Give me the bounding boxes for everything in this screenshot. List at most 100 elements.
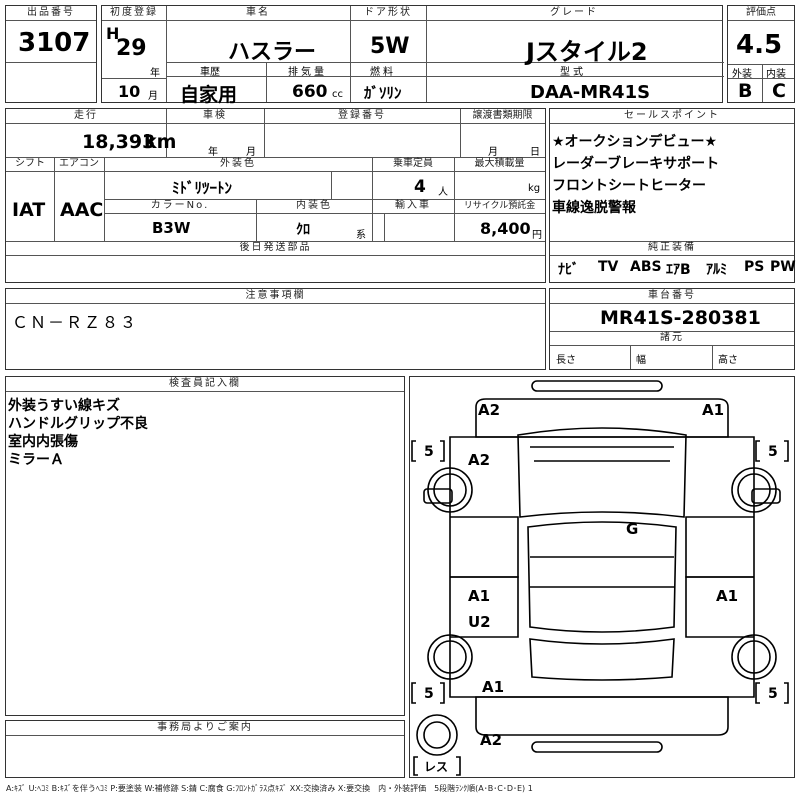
- mark-door-left: A1: [468, 587, 490, 605]
- ext-grade: B: [738, 80, 753, 102]
- import-label: 輸入車: [372, 199, 454, 214]
- model-value: DAA-MR41S: [530, 82, 651, 103]
- legend: A:ｷｽﾞ U:ﾍｺﾐ B:ｷｽﾞを伴うﾍｺﾐ P:要塗装 W:補修跡 S:錆 …: [6, 784, 533, 793]
- office-label: 事務局よりご案内: [6, 721, 404, 736]
- first-reg-label: 初度登録: [102, 6, 166, 21]
- equip-airbag: ｴｱB: [666, 262, 691, 278]
- transfer-label: 譲渡書類期限: [460, 109, 545, 124]
- equipment-label: 純正装備: [550, 241, 794, 256]
- height-label: 高さ: [718, 355, 738, 366]
- mileage-unit: km: [144, 131, 177, 153]
- transfer-month-unit: 月: [488, 147, 498, 158]
- history-value: 自家用: [180, 84, 238, 106]
- width-label: 幅: [636, 355, 646, 366]
- history-label: 車歴: [200, 67, 220, 78]
- year-unit: 年: [150, 68, 160, 79]
- inspection-year-unit: 年: [208, 147, 218, 158]
- fuel-value: ｶﾞｿﾘﾝ: [364, 84, 402, 102]
- equip-navi: ﾅﾋﾞ: [558, 262, 579, 278]
- max-load-label: 最大積載量: [454, 157, 545, 172]
- score-label: 評価点: [728, 6, 794, 21]
- tire-front-left: 5: [424, 444, 434, 460]
- mileage-value: 18,393: [82, 131, 156, 153]
- ext-color-label: 外装色: [104, 157, 372, 172]
- int-color-value: ｸﾛ: [296, 222, 310, 238]
- grade-value: Jスタイル2: [526, 38, 648, 66]
- era-letter: H: [106, 24, 120, 43]
- inspector-label: 検査員記入欄: [6, 377, 404, 392]
- lot-label: 出品番号: [6, 6, 96, 21]
- capacity-value: 4: [414, 177, 426, 197]
- equip-tv: TV: [598, 259, 619, 275]
- model-label: 型式: [560, 67, 586, 78]
- sales-point-label: セールスポイント: [550, 109, 794, 124]
- inspector-line-2: ハンドルグリップ不良: [8, 416, 148, 432]
- equip-ps: PS: [744, 259, 765, 275]
- capacity-unit: 人: [438, 187, 448, 198]
- score-box: 評価点 4.5 外装 内装 B C: [727, 5, 795, 103]
- mark-door-right: A1: [716, 587, 738, 605]
- sales-point-4: 車線逸脱警報: [552, 200, 636, 216]
- equip-abs: ABS: [630, 259, 662, 275]
- ext-color-value: ﾐﾄﾞﾘﾂｰﾄﾝ: [172, 179, 233, 197]
- length-label: 長さ: [556, 355, 576, 366]
- int-color-unit: 系: [356, 230, 366, 241]
- notes-box: 注意事項欄 ＣＮ－ＲＺ８３: [5, 288, 546, 370]
- chassis-label: 車台番号: [550, 289, 794, 304]
- doors-value: 5W: [370, 34, 410, 59]
- spare-label: レス: [424, 760, 448, 774]
- shift-label: シフト: [6, 157, 54, 172]
- tire-rear-right: 5: [768, 686, 778, 702]
- lot-box: 出品番号 3107: [5, 5, 97, 103]
- sales-point-2: レーダーブレーキサポート: [552, 156, 720, 172]
- score-value: 4.5: [736, 30, 783, 60]
- mark-front-left: A2: [478, 401, 500, 419]
- mark-roof: G: [626, 520, 638, 538]
- aircon-label: エアコン: [54, 157, 104, 172]
- color-no-value: B3W: [152, 219, 191, 237]
- displacement-unit: cc: [332, 89, 343, 100]
- vehicle-info-box: 初度登録 車名 ドア形状 グレード H 29 年 10 月 ハスラー 5W Jス…: [101, 5, 724, 106]
- car-name-value: ハスラー: [228, 40, 317, 65]
- tire-rear-left: 5: [424, 686, 434, 702]
- color-no-label: カラーNo.: [104, 199, 256, 214]
- dimensions-label: 諸元: [550, 331, 794, 346]
- mark-rear-left: A1: [482, 678, 504, 696]
- shift-value: IAT: [12, 199, 46, 221]
- ext-label: 外装: [732, 69, 752, 80]
- recycle-label: リサイクル預託金: [454, 199, 545, 214]
- inspector-line-3: 室内内張傷: [8, 434, 78, 450]
- tire-front-right: 5: [768, 444, 778, 460]
- recycle-unit: 円: [532, 230, 542, 241]
- fuel-label: 燃料: [370, 67, 396, 78]
- chassis-box: 車台番号 MR41S-280381 諸元 長さ 幅 高さ: [549, 288, 795, 370]
- reg-no-label: 登録番号: [264, 109, 460, 124]
- mileage-label: 走行: [6, 109, 166, 124]
- later-parts-label: 後日発送部品: [6, 241, 545, 256]
- inspector-line-1: 外装うすい線キズ: [8, 398, 120, 414]
- mark-fender-left: A2: [468, 451, 490, 469]
- mark-rear-bumper: A2: [480, 731, 502, 749]
- int-grade: C: [772, 80, 786, 102]
- int-label: 内装: [766, 69, 786, 80]
- sales-point-1: ★オークションデビュー★: [552, 134, 718, 150]
- notes-value: ＣＮ－ＲＺ８３: [12, 313, 139, 332]
- car-diagram: A2 A1 A2 G A1 A1 U2 A1 A2 5 5 5 5 レス: [411, 380, 789, 776]
- inspector-line-4: ミラーＡ: [8, 452, 64, 468]
- office-box: 事務局よりご案内: [5, 720, 405, 778]
- equip-alloy: ｱﾙﾐ: [706, 262, 727, 278]
- inspection-label: 車検: [166, 109, 264, 124]
- details-box: 走行 車検 登録番号 譲渡書類期限 18,393 km 年 月 月 日 シフト …: [5, 108, 546, 283]
- first-reg-year: 29: [116, 36, 147, 61]
- max-load-unit: kg: [528, 183, 541, 194]
- inspection-month-unit: 月: [246, 147, 256, 158]
- chassis-number: MR41S-280381: [600, 307, 761, 329]
- doors-label: ドア形状: [350, 6, 426, 21]
- transfer-day-unit: 日: [530, 147, 540, 158]
- grade-label: グレード: [426, 6, 722, 21]
- capacity-label: 乗車定員: [372, 157, 454, 172]
- recycle-value: 8,400: [480, 219, 531, 238]
- int-color-label: 内装色: [256, 199, 372, 214]
- mark-front-right: A1: [702, 401, 724, 419]
- displacement-value: 660: [292, 82, 328, 102]
